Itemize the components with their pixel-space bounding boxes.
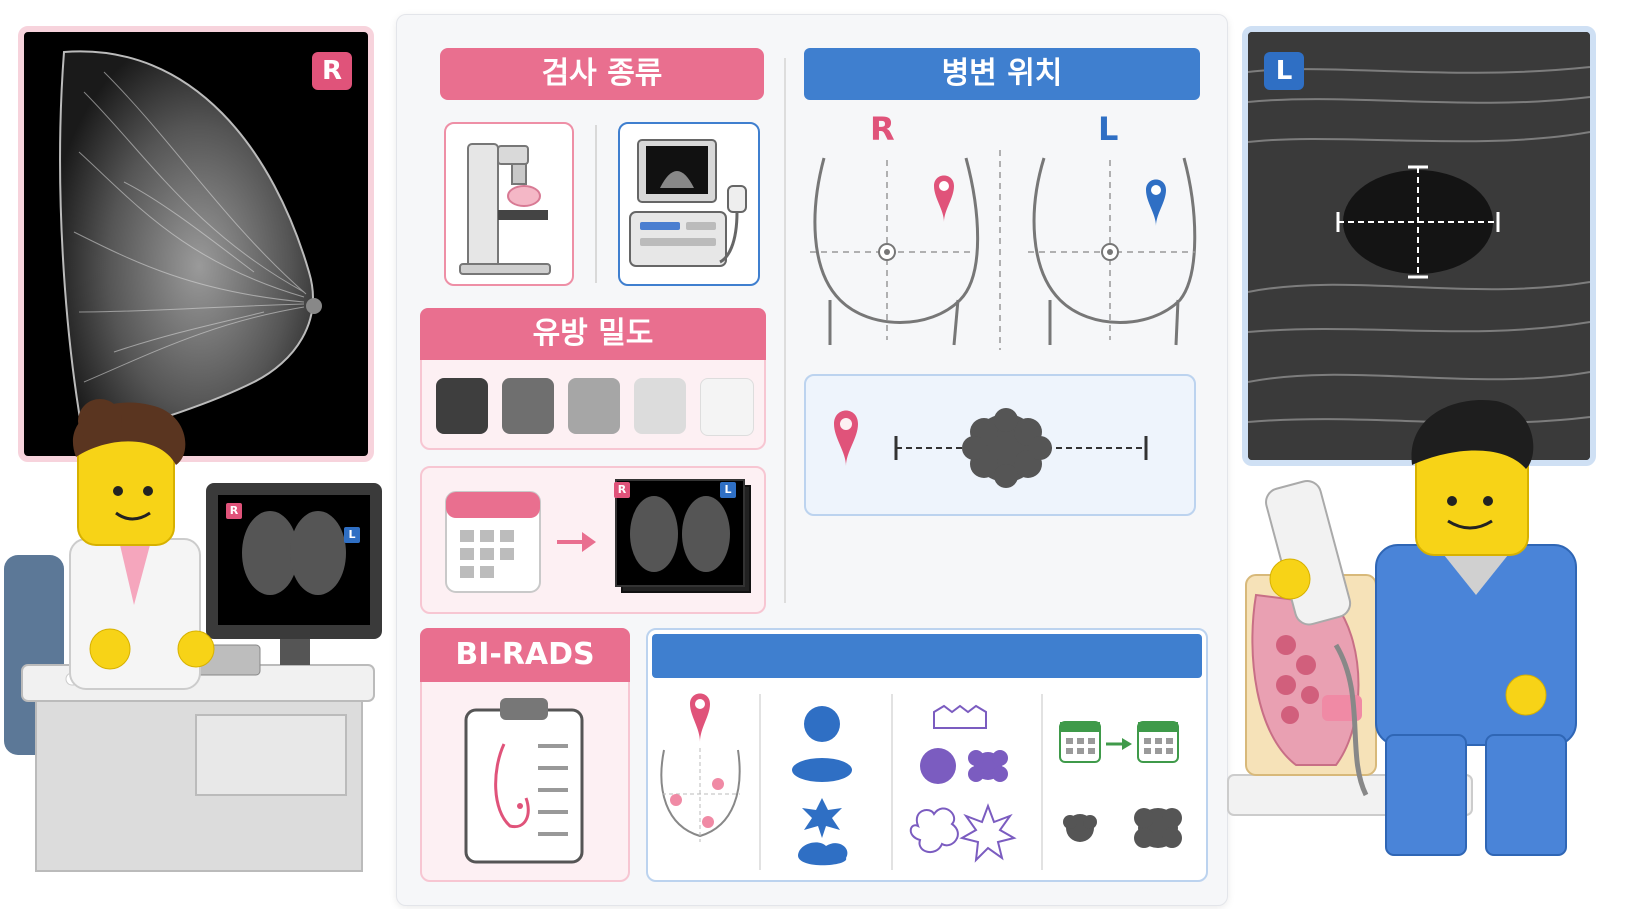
ultrasound-graphic	[1248, 32, 1590, 460]
divider	[595, 125, 597, 283]
film-r-badge: R	[614, 482, 630, 498]
monitor-l-badge: L	[344, 527, 360, 543]
breast-outline-diagram	[810, 150, 1197, 350]
birads-header: BI-RADS	[420, 628, 630, 682]
prior-comparison-graphic	[445, 479, 751, 593]
mammography-machine-icon	[459, 143, 551, 275]
monitor-r-badge: R	[226, 503, 242, 519]
findings-header-bar	[652, 634, 1202, 678]
mammogram-image-right: R	[18, 26, 374, 462]
density-level-1[interactable]	[436, 378, 488, 434]
ultrasound-image-left: L	[1242, 26, 1596, 466]
findings-graphic	[660, 693, 1182, 870]
lesion-size-graphic	[834, 408, 1148, 488]
findings-card	[646, 628, 1208, 882]
ultrasound-option[interactable]	[618, 122, 760, 286]
breast-density-header: 유방 밀도	[420, 308, 766, 360]
lesion-size-card	[804, 374, 1196, 516]
density-level-4[interactable]	[634, 378, 686, 434]
density-level-3[interactable]	[568, 378, 620, 434]
left-side-label: L	[1098, 110, 1119, 148]
mammogram-graphic	[59, 50, 322, 444]
ultrasound-machine-icon	[629, 139, 747, 267]
birads-clipboard-icon	[464, 698, 584, 864]
sonographer-scene	[1227, 399, 1577, 856]
film-l-badge: L	[720, 482, 736, 498]
right-side-label: R	[870, 110, 895, 148]
density-level-5[interactable]	[700, 378, 754, 436]
mammography-option[interactable]	[444, 122, 574, 286]
panel-divider	[784, 58, 786, 603]
right-badge: R	[312, 52, 352, 90]
exam-type-header: 검사 종류	[440, 48, 764, 100]
radiologist-scene	[4, 399, 382, 872]
density-level-2[interactable]	[502, 378, 554, 434]
lesion-location-header: 병변 위치	[804, 48, 1200, 100]
prior-comparison-card: R L	[420, 466, 766, 614]
left-badge: L	[1264, 52, 1304, 90]
